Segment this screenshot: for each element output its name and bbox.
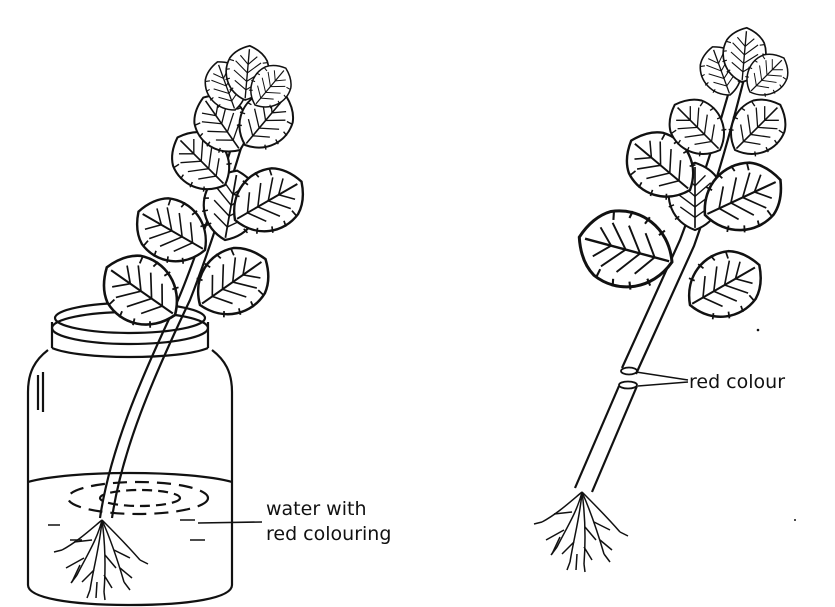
jar [28, 303, 232, 605]
water-label-line2: red colouring [266, 522, 391, 546]
water-label-line1: water with [266, 497, 366, 521]
right-plant-cut [534, 26, 799, 572]
red-colour-label: red colour [689, 370, 785, 394]
